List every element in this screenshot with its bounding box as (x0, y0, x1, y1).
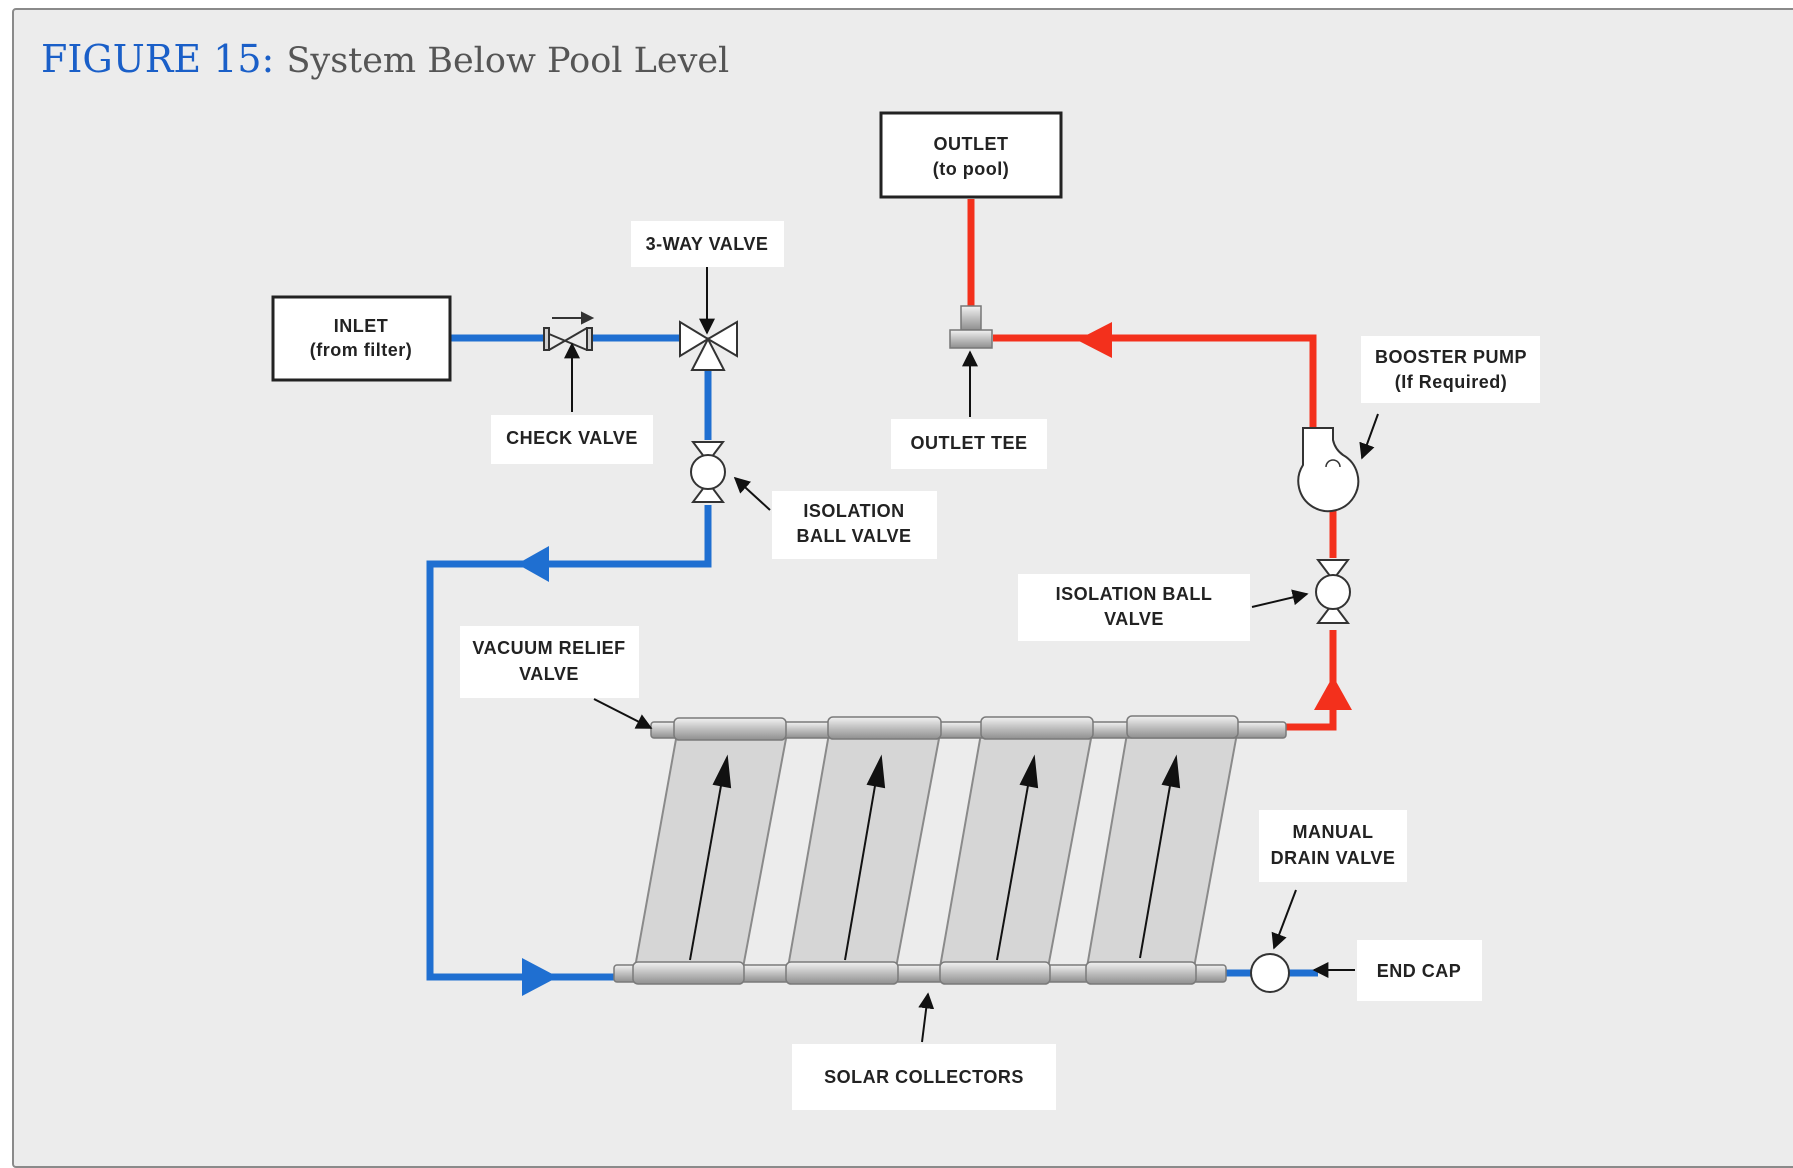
label-isolation-ball-valve-right: ISOLATION BALL VALVE (1018, 574, 1250, 641)
figure-caption: System Below Pool Level (286, 41, 730, 81)
label-three-way-valve: 3-WAY VALVE (631, 221, 784, 267)
svg-text:BALL VALVE: BALL VALVE (796, 526, 911, 546)
svg-text:END CAP: END CAP (1377, 961, 1462, 981)
svg-text:ISOLATION BALL: ISOLATION BALL (1056, 584, 1213, 604)
figure-number: FIGURE 15: (41, 37, 275, 81)
svg-text:VALVE: VALVE (519, 664, 579, 684)
panel-flow-arrows (689, 754, 1181, 961)
flow-arrow-icon (517, 322, 1352, 996)
svg-text:SOLAR COLLECTORS: SOLAR COLLECTORS (824, 1067, 1024, 1087)
svg-text:OUTLET TEE: OUTLET TEE (911, 433, 1028, 453)
cold-pipes (426, 334, 1318, 981)
booster-pump-icon (1297, 427, 1360, 513)
collector-panel-4 (1084, 727, 1240, 974)
tee-fitting-icon (949, 305, 993, 349)
pointer-vacuum-relief (593, 698, 653, 729)
svg-text:ISOLATION: ISOLATION (803, 501, 904, 521)
outlet-label-2: (to pool) (933, 159, 1009, 179)
outlet-label-1: OUTLET (934, 134, 1009, 154)
svg-text:DRAIN VALVE: DRAIN VALVE (1271, 848, 1396, 868)
svg-text:CHECK VALVE: CHECK VALVE (506, 428, 638, 448)
svg-text:VALVE: VALVE (1104, 609, 1164, 629)
label-isolation-ball-valve-left: ISOLATION BALL VALVE (772, 491, 937, 559)
pointer-manual-drain (1271, 889, 1297, 950)
drain-valve-icon (1250, 953, 1290, 993)
svg-text:3-WAY VALVE: 3-WAY VALVE (646, 234, 769, 254)
svg-text:(If Required): (If Required) (1395, 372, 1508, 392)
label-check-valve: CHECK VALVE (491, 415, 653, 464)
check-valve-icon (543, 311, 595, 351)
label-outlet-tee: OUTLET TEE (891, 419, 1047, 469)
label-booster-pump: BOOSTER PUMP (If Required) (1361, 336, 1540, 403)
label-end-cap: END CAP (1357, 940, 1482, 1001)
svg-text:BOOSTER PUMP: BOOSTER PUMP (1375, 347, 1527, 367)
label-manual-drain-valve: MANUAL DRAIN VALVE (1259, 810, 1407, 882)
ball-valve-icon (690, 441, 726, 503)
top-header (650, 715, 1287, 741)
pointer-isolation-right (1251, 589, 1309, 608)
collector-panel-1 (632, 727, 790, 974)
bottom-header (613, 961, 1227, 985)
pointer-isolation-left (733, 476, 771, 511)
solar-collectors (613, 715, 1287, 985)
three-way-valve-icon (679, 320, 738, 371)
label-solar-collectors: SOLAR COLLECTORS (792, 1044, 1056, 1110)
pointer-solar-collectors (918, 992, 935, 1043)
figure-title: FIGURE 15: System Below Pool Level (41, 40, 729, 79)
outlet-box: OUTLET (to pool) (879, 111, 1063, 199)
inlet-label-1: INLET (334, 316, 389, 336)
label-vacuum-relief-valve: VACUUM RELIEF VALVE (460, 626, 639, 698)
ball-valve-icon (1315, 559, 1351, 624)
inlet-box: INLET (from filter) (271, 295, 452, 382)
inlet-label-2: (from filter) (310, 340, 413, 360)
svg-text:VACUUM RELIEF: VACUUM RELIEF (472, 638, 625, 658)
svg-text:MANUAL: MANUAL (1293, 822, 1374, 842)
pointer-booster-pump (1359, 413, 1379, 460)
